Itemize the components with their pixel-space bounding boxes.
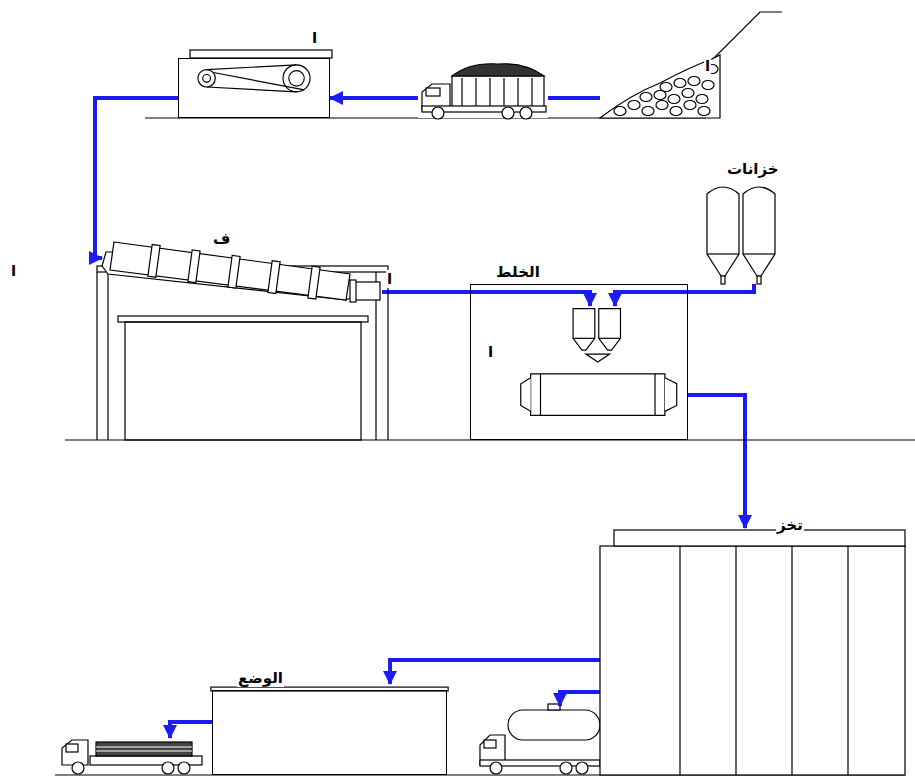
dump-truck [418,64,548,119]
store-node: تخز [600,530,905,775]
node-text: الخلط [495,263,541,281]
flow-arrow [382,292,590,306]
flow-arrow [615,284,754,306]
pile-outline [600,55,720,118]
mixer-node: الخلطا [470,284,688,440]
crusher-roof [190,50,332,58]
callout-label: ا [10,262,17,280]
callout-label: ا [386,270,393,288]
node-text: ف [212,230,231,248]
tanker-truck [480,704,600,774]
crusher-outline [179,59,329,117]
node-text: ا [704,57,711,75]
silos-outline [698,180,784,284]
pack-node: الوضع [212,690,447,775]
pile-node: ا [600,55,720,118]
flow-arrow [688,395,745,528]
silos-node: خزانات [698,180,784,284]
kiln-node: ف [100,230,382,304]
mixer-outline [471,285,687,439]
loading-arrows [170,692,600,738]
node-text: ا [311,29,318,47]
node-text: ا [487,343,494,361]
node-text: تخز [776,516,804,534]
pack-outline [213,691,446,774]
store-outline [600,530,905,775]
flatbed-truck [62,740,202,774]
ground-lines [55,12,915,775]
crusher-node: ا [178,58,330,118]
kiln-outline [100,230,382,304]
flow-arrow [95,98,178,258]
node-text: الوضع [237,669,284,687]
node-text: خزانات [726,160,780,178]
flow-arrow [390,660,600,684]
